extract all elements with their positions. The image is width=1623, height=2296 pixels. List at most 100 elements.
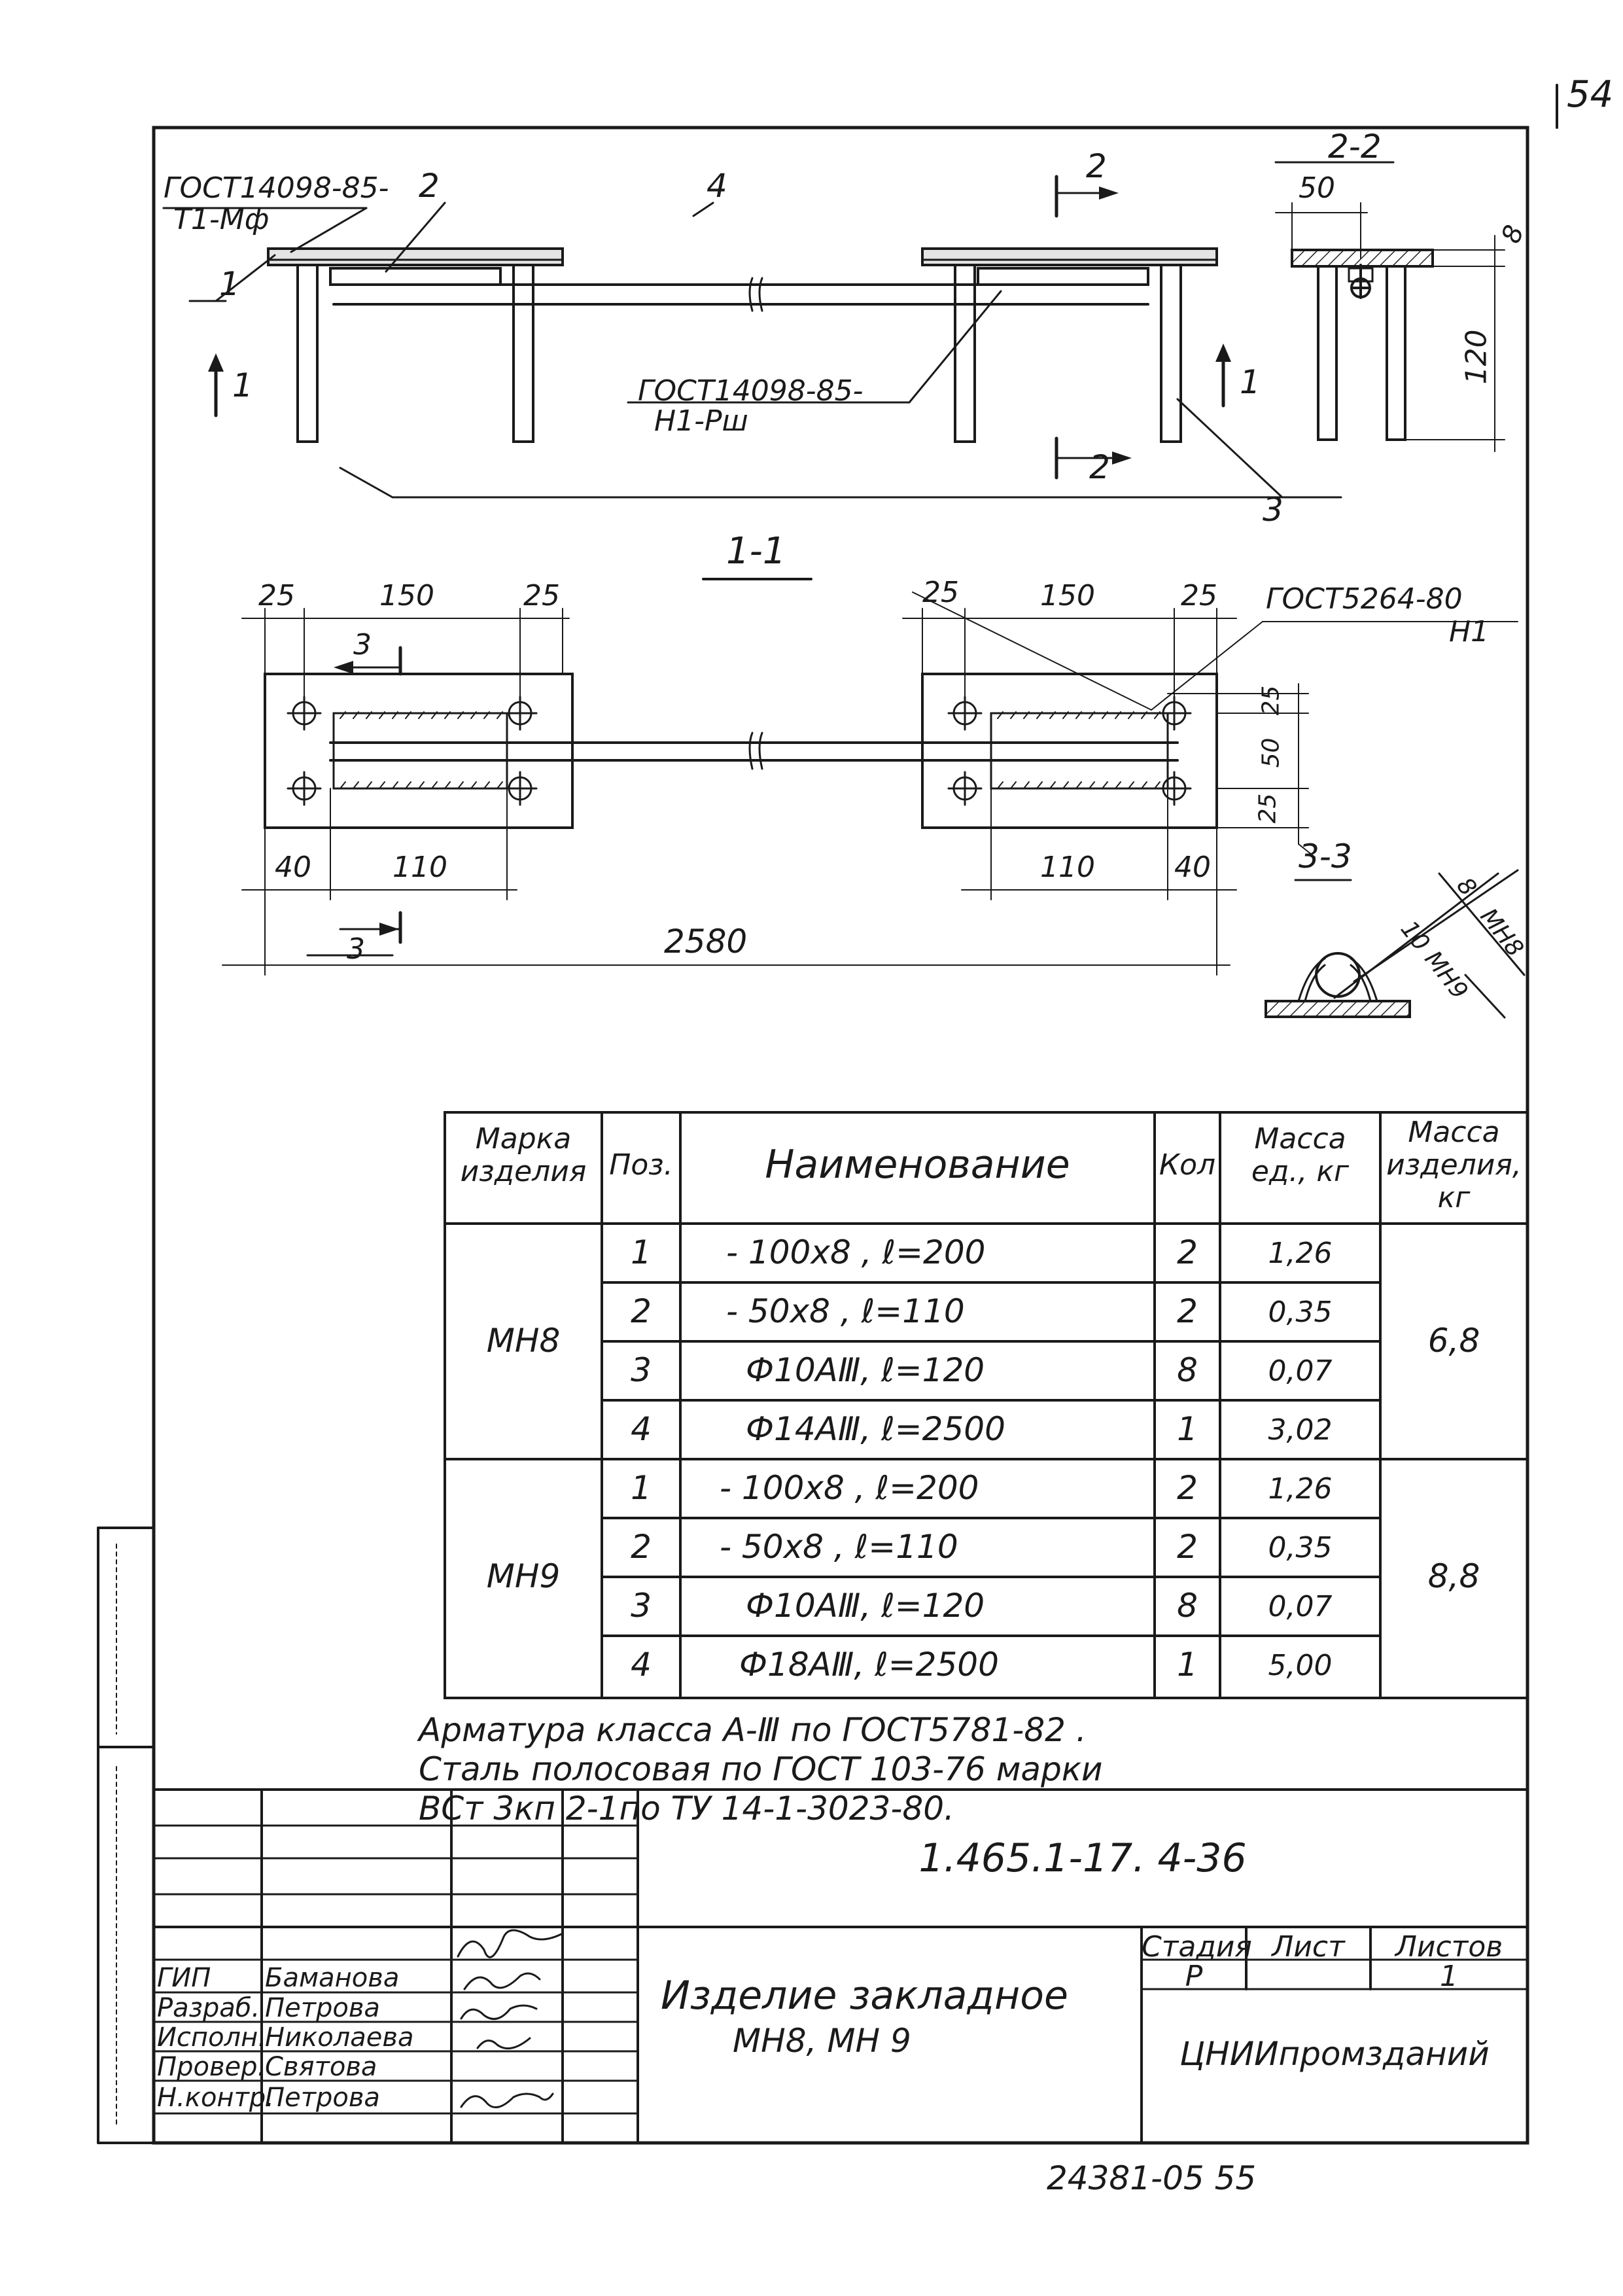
gost-h1-label-bottom: Н1-Рш xyxy=(654,404,748,438)
cut-mark-2-top: 2 xyxy=(1086,147,1107,185)
name-gip: Баманова xyxy=(265,1963,400,1993)
group-mark-mh9: МН9 xyxy=(486,1557,561,1595)
table-row: 0,07 xyxy=(1268,1354,1333,1388)
name-checker: Святова xyxy=(265,2052,377,2082)
spec-table-grid xyxy=(444,1111,1529,1699)
elevation-view xyxy=(267,247,1218,443)
table-row: Ф10АⅢ, ℓ=120 xyxy=(746,1351,985,1389)
table-row: - 100х8 , ℓ=200 xyxy=(720,1469,979,1507)
table-row: 0,35 xyxy=(1268,1531,1333,1564)
table-row: Ф10АⅢ, ℓ=120 xyxy=(746,1587,985,1625)
drawing-designation: 1.465.1-17. 4-36 xyxy=(918,1835,1247,1881)
gost-t1-label-top: ГОСТ14098-85- xyxy=(164,171,389,205)
table-row: 8 xyxy=(1177,1587,1198,1625)
dim-total-2580: 2580 xyxy=(664,923,748,961)
dim-section-50: 50 xyxy=(1299,171,1335,205)
stage-label: Стадия xyxy=(1142,1930,1252,1964)
cut-mark-2-lines xyxy=(1055,175,1126,480)
organization-name: ЦНИИпромзданий xyxy=(1179,2035,1490,2073)
table-row: 3,02 xyxy=(1268,1413,1333,1447)
header-name: Наименование xyxy=(765,1142,1070,1188)
callout-pos3: 3 xyxy=(1263,491,1283,529)
cut-mark-2-bottom: 2 xyxy=(1089,448,1110,486)
header-mass-item-2: изделия, xyxy=(1386,1148,1522,1182)
table-row: 5,00 xyxy=(1268,1649,1333,1682)
name-norm-control: Петрова xyxy=(265,2083,380,2113)
dim-right-25b: 25 xyxy=(1181,579,1217,612)
table-row: Ф18АⅢ, ℓ=2500 xyxy=(739,1646,999,1684)
stage-value: Р xyxy=(1185,1960,1203,1993)
sheet-corner-number: 54 xyxy=(1567,73,1614,116)
gost-5264-label-top: ГОСТ5264-80 xyxy=(1266,582,1463,616)
cut-mark-3-bottom: 3 xyxy=(347,932,365,966)
table-row: Ф14АⅢ, ℓ=2500 xyxy=(746,1410,1005,1448)
note-line-3: ВСт 3кп 2-1по ТУ 14-1-3023-80. xyxy=(419,1790,954,1828)
dim-right-110: 110 xyxy=(1040,851,1095,884)
header-mark-1: Марка xyxy=(475,1122,572,1156)
sheets-value: 1 xyxy=(1440,1960,1458,1993)
table-row: 2 xyxy=(631,1528,652,1566)
table-row: 1 xyxy=(631,1469,652,1507)
table-row: - 50х8 , ℓ=110 xyxy=(720,1528,958,1566)
item-title-line-2: МН8, МН 9 xyxy=(733,2022,911,2060)
table-row: 1 xyxy=(1177,1410,1198,1448)
table-row: - 100х8 , ℓ=200 xyxy=(726,1233,986,1271)
dim-plan-25b: 25 xyxy=(1254,793,1282,824)
cut-mark-1-lines xyxy=(214,355,1225,417)
header-pos: Поз. xyxy=(609,1148,673,1182)
callout-pos1: 1 xyxy=(219,265,240,303)
table-row: 0,07 xyxy=(1268,1590,1333,1623)
table-row: 2 xyxy=(1177,1233,1198,1271)
header-qty: Кол xyxy=(1159,1148,1216,1182)
note-line-2: Сталь полосовая по ГОСТ 103-76 марки xyxy=(419,1750,1103,1788)
dim-left-25b: 25 xyxy=(523,579,560,612)
plan-view xyxy=(264,673,1218,829)
header-mass-item-1: Масса xyxy=(1408,1116,1500,1149)
role-norm-control: Н.контр. xyxy=(157,2083,274,2113)
table-row: 0,35 xyxy=(1268,1296,1333,1329)
role-checker: Провер. xyxy=(157,2052,266,2082)
dim-left-40: 40 xyxy=(275,851,311,884)
item-title-line-1: Изделие закладное xyxy=(661,1973,1068,2019)
gost-t1-label-bottom: Т1-Мф xyxy=(173,203,270,236)
role-gip: ГИП xyxy=(157,1963,211,1993)
dim-plan-25a: 25 xyxy=(1257,685,1285,716)
section-1-1-title: 1-1 xyxy=(726,530,786,573)
role-developer: Разраб. xyxy=(157,1993,260,2023)
section-3-3-title: 3-3 xyxy=(1299,838,1352,875)
cut-mark-3-top: 3 xyxy=(353,628,372,662)
callout-pos4: 4 xyxy=(707,167,727,205)
group-mass-mh8: 6,8 xyxy=(1427,1322,1480,1360)
table-row: - 50х8 , ℓ=110 xyxy=(726,1292,965,1330)
header-mark-2: изделия xyxy=(460,1155,587,1188)
note-line-1: Арматура класса А-Ⅲ по ГОСТ5781-82 . xyxy=(419,1711,1087,1749)
section-3-3-view xyxy=(1265,869,1526,1019)
cut-mark-1-right: 1 xyxy=(1240,363,1261,401)
table-row: 1,26 xyxy=(1268,1472,1333,1506)
table-row: 2 xyxy=(1177,1292,1198,1330)
table-row: 1 xyxy=(1177,1646,1198,1684)
callout-pos2-elevation: 2 xyxy=(419,167,440,205)
section-2-2-title: 2-2 xyxy=(1328,128,1382,166)
dim-right-40: 40 xyxy=(1174,851,1211,884)
section-2-2-view xyxy=(1274,161,1505,452)
sheet-label: Лист xyxy=(1272,1930,1345,1964)
dim-section-120: 120 xyxy=(1459,329,1493,385)
table-row: 4 xyxy=(631,1410,652,1448)
table-row: 2 xyxy=(1177,1469,1198,1507)
dim-left-150: 150 xyxy=(379,579,434,612)
sheets-label: Листов xyxy=(1395,1930,1503,1964)
group-mark-mh8: МН8 xyxy=(486,1322,561,1360)
name-developer: Петрова xyxy=(265,1993,380,2023)
dim-plan-50: 50 xyxy=(1257,737,1285,768)
dim-left-110: 110 xyxy=(393,851,447,884)
table-row: 2 xyxy=(631,1292,652,1330)
cut-mark-1-left: 1 xyxy=(232,366,253,404)
header-mass-item-3: кг xyxy=(1437,1181,1471,1214)
dim-right-25a: 25 xyxy=(922,576,959,609)
table-row: 3 xyxy=(631,1351,652,1389)
header-mass-unit-2: ед., кг xyxy=(1251,1155,1350,1188)
gost-5264-label-bottom: Н1 xyxy=(1449,615,1490,648)
inventory-number: 24381-05 55 xyxy=(1047,2159,1257,2197)
